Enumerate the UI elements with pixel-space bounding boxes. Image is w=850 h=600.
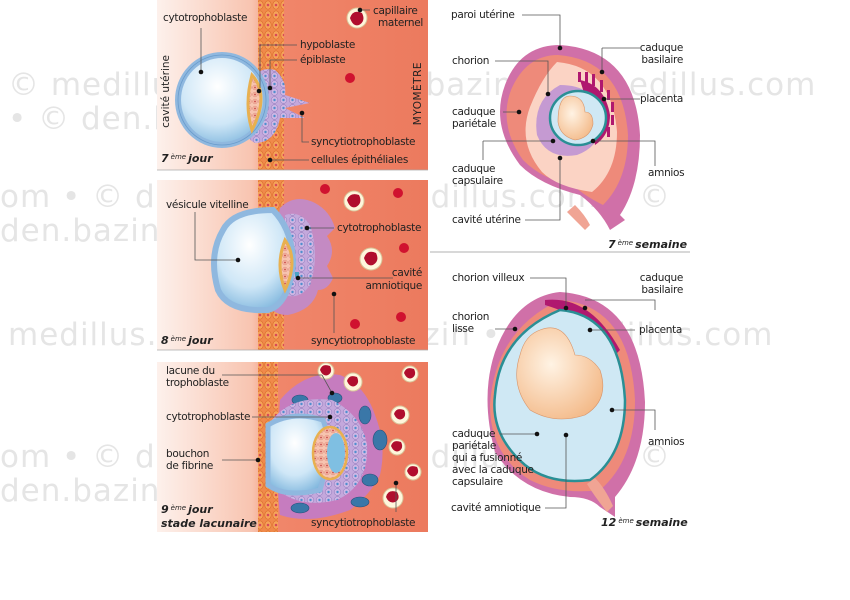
stage-number: 8 <box>161 334 169 347</box>
label-caduque-parietale-1: caduque <box>452 106 496 118</box>
label-amnios-w7: amnios <box>648 167 685 179</box>
label-fusion-3: qui a fusionné <box>452 452 523 464</box>
label-placenta-w7: placenta <box>640 93 684 105</box>
stage-suffix: ème <box>618 517 634 525</box>
label-amniotique: amniotique <box>365 280 423 292</box>
label-hypoblaste: hypoblaste <box>300 39 356 51</box>
label-paroi-uterine: paroi utérine <box>451 9 515 21</box>
label-bouchon-1: bouchon <box>166 448 210 460</box>
stage-unit: jour <box>188 152 213 165</box>
stage-unit: jour <box>188 334 213 347</box>
label-lacune-1: lacune du <box>166 365 215 377</box>
label-fusion-1: caduque <box>452 428 496 440</box>
label-fusion-4: avec la caduque <box>452 464 534 476</box>
label-cytotrophoblaste-d8: cytotrophoblaste <box>337 222 422 234</box>
label-cellules-epitheliales: cellules épithéliales <box>311 154 408 166</box>
stage-number: 7 <box>608 238 616 251</box>
stage-suffix: ème <box>170 153 187 161</box>
label-placenta-w12: placenta <box>639 324 683 336</box>
stage-unit: semaine <box>635 238 688 251</box>
label-caduque-capsulaire-2: capsulaire <box>452 175 503 187</box>
maternal-capillaries <box>320 184 409 329</box>
label-epiblaste: épiblaste <box>300 54 346 66</box>
label-syncytio-d8: syncytiotrophoblaste <box>311 335 416 347</box>
label-vesicule-vitelline: vésicule vitelline <box>166 199 249 211</box>
label-cavite-amniotique: cavité amniotique <box>451 502 541 514</box>
stage-suffix: ème <box>170 335 187 343</box>
maternal-capillaries-day9 <box>317 362 422 509</box>
label-cavite: cavité <box>391 267 422 279</box>
label-chorion-villeux: chorion villeux <box>452 272 525 284</box>
stage-number: 9 <box>161 503 169 516</box>
label-syncytio-d7: syncytiotrophoblaste <box>311 136 416 148</box>
label-caduque-basilaire-w12-1: caduque <box>639 272 684 284</box>
label-cytotrophoblaste-d7: cytotrophoblaste <box>163 12 248 24</box>
label-capillaire: capillaire <box>373 5 418 17</box>
stage-number: 7 <box>161 152 169 165</box>
label-caduque-basilaire-w12-2: basilaire <box>641 284 683 296</box>
label-fusion-5: capsulaire <box>452 476 503 488</box>
cavite-uterine-label: cavité utérine <box>160 55 172 128</box>
label-chorion-lisse-1: chorion <box>452 311 490 323</box>
panel-week7 <box>430 14 690 253</box>
label-amnios-w12: amnios <box>648 436 685 448</box>
myometre-label: MYOMÈTRE <box>412 62 424 126</box>
stage-sublabel-day9: stade lacunaire <box>161 517 257 530</box>
label-chorion: chorion <box>452 55 490 67</box>
label-cavite-uterine: cavité utérine <box>452 214 521 226</box>
label-caduque-parietale-2: pariétale <box>452 118 497 130</box>
maternal-capillary <box>346 7 368 29</box>
stage-suffix: ème <box>617 239 634 247</box>
panel-day7 <box>157 0 428 171</box>
stage-unit: jour <box>188 503 213 516</box>
panel-week12 <box>487 277 656 517</box>
label-caduque-capsulaire-1: caduque <box>452 163 496 175</box>
label-bouchon-2: de fibrine <box>166 460 214 472</box>
label-syncytio-d9: syncytiotrophoblaste <box>311 517 416 529</box>
label-fusion-2: pariétale <box>452 440 497 452</box>
panel-day8 <box>157 180 428 351</box>
panel-day9 <box>157 362 428 532</box>
stage-unit: semaine <box>635 516 688 529</box>
stage-suffix: ème <box>170 504 187 512</box>
label-maternel: maternel <box>378 17 424 29</box>
label-cytotrophoblaste-d9: cytotrophoblaste <box>166 411 251 423</box>
stage-number: 12 <box>601 516 617 529</box>
label-caduque-basilaire-1: caduque <box>639 42 684 54</box>
label-chorion-lisse-2: lisse <box>452 323 474 335</box>
label-lacune-2: trophoblaste <box>166 377 229 389</box>
label-caduque-basilaire-2: basilaire <box>641 54 683 66</box>
